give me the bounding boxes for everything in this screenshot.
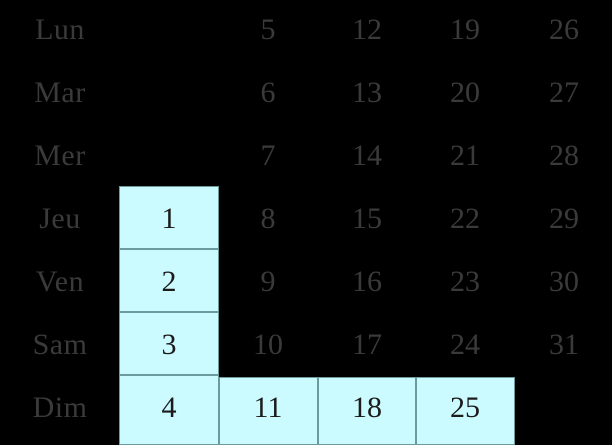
highlight-cell-day-3[interactable] — [119, 312, 219, 375]
day-cell-26[interactable]: 26 — [549, 13, 579, 46]
day-cell-16[interactable]: 16 — [352, 265, 382, 298]
day-cell-3[interactable]: 3 — [161, 328, 177, 361]
highlight-cell-day-11[interactable] — [219, 377, 318, 445]
highlight-cell-day-4[interactable] — [119, 375, 219, 445]
weekday-label-ven: Ven — [35, 265, 85, 298]
weekday-label-lun: Lun — [35, 13, 85, 46]
day-cell-23[interactable]: 23 — [450, 265, 480, 298]
day-cell-2[interactable]: 2 — [161, 265, 177, 298]
day-cell-18[interactable]: 18 — [352, 391, 382, 424]
highlight-cell-day-18[interactable] — [318, 377, 416, 445]
weekday-label-mer: Mer — [34, 139, 86, 172]
day-cell-9[interactable]: 9 — [260, 265, 276, 298]
day-cell-15[interactable]: 15 — [352, 202, 382, 235]
day-cell-30[interactable]: 30 — [549, 265, 579, 298]
day-cell-1[interactable]: 1 — [161, 202, 177, 235]
highlight-cell-day-1[interactable] — [119, 186, 219, 249]
day-cell-29[interactable]: 29 — [549, 202, 579, 235]
day-cell-25[interactable]: 25 — [450, 391, 480, 424]
day-cell-24[interactable]: 24 — [450, 328, 480, 361]
day-cell-19[interactable]: 19 — [450, 13, 480, 46]
weekday-label-mar: Mar — [34, 76, 86, 109]
day-cell-21[interactable]: 21 — [450, 139, 480, 172]
day-cell-12[interactable]: 12 — [352, 13, 382, 46]
day-cell-7[interactable]: 7 — [260, 139, 276, 172]
highlight-cell-day-25[interactable] — [416, 377, 515, 445]
day-cell-22[interactable]: 22 — [450, 202, 480, 235]
day-cell-8[interactable]: 8 — [260, 202, 276, 235]
day-cell-4[interactable]: 4 — [161, 391, 177, 424]
day-cell-11[interactable]: 11 — [253, 391, 283, 424]
weekday-label-dim: Dim — [32, 391, 88, 424]
day-cell-28[interactable]: 28 — [549, 139, 579, 172]
weekday-label-sam: Sam — [32, 328, 88, 361]
weekday-label-jeu: Jeu — [39, 202, 81, 235]
day-cell-17[interactable]: 17 — [352, 328, 382, 361]
day-cell-5[interactable]: 5 — [260, 13, 276, 46]
day-cell-10[interactable]: 10 — [253, 328, 283, 361]
day-cell-14[interactable]: 14 — [352, 139, 382, 172]
highlight-cell-day-2[interactable] — [119, 249, 219, 312]
day-cell-6[interactable]: 6 — [260, 76, 276, 109]
day-cell-27[interactable]: 27 — [549, 76, 579, 109]
day-cell-20[interactable]: 20 — [450, 76, 480, 109]
day-cell-13[interactable]: 13 — [352, 76, 382, 109]
day-cell-31[interactable]: 31 — [549, 328, 579, 361]
